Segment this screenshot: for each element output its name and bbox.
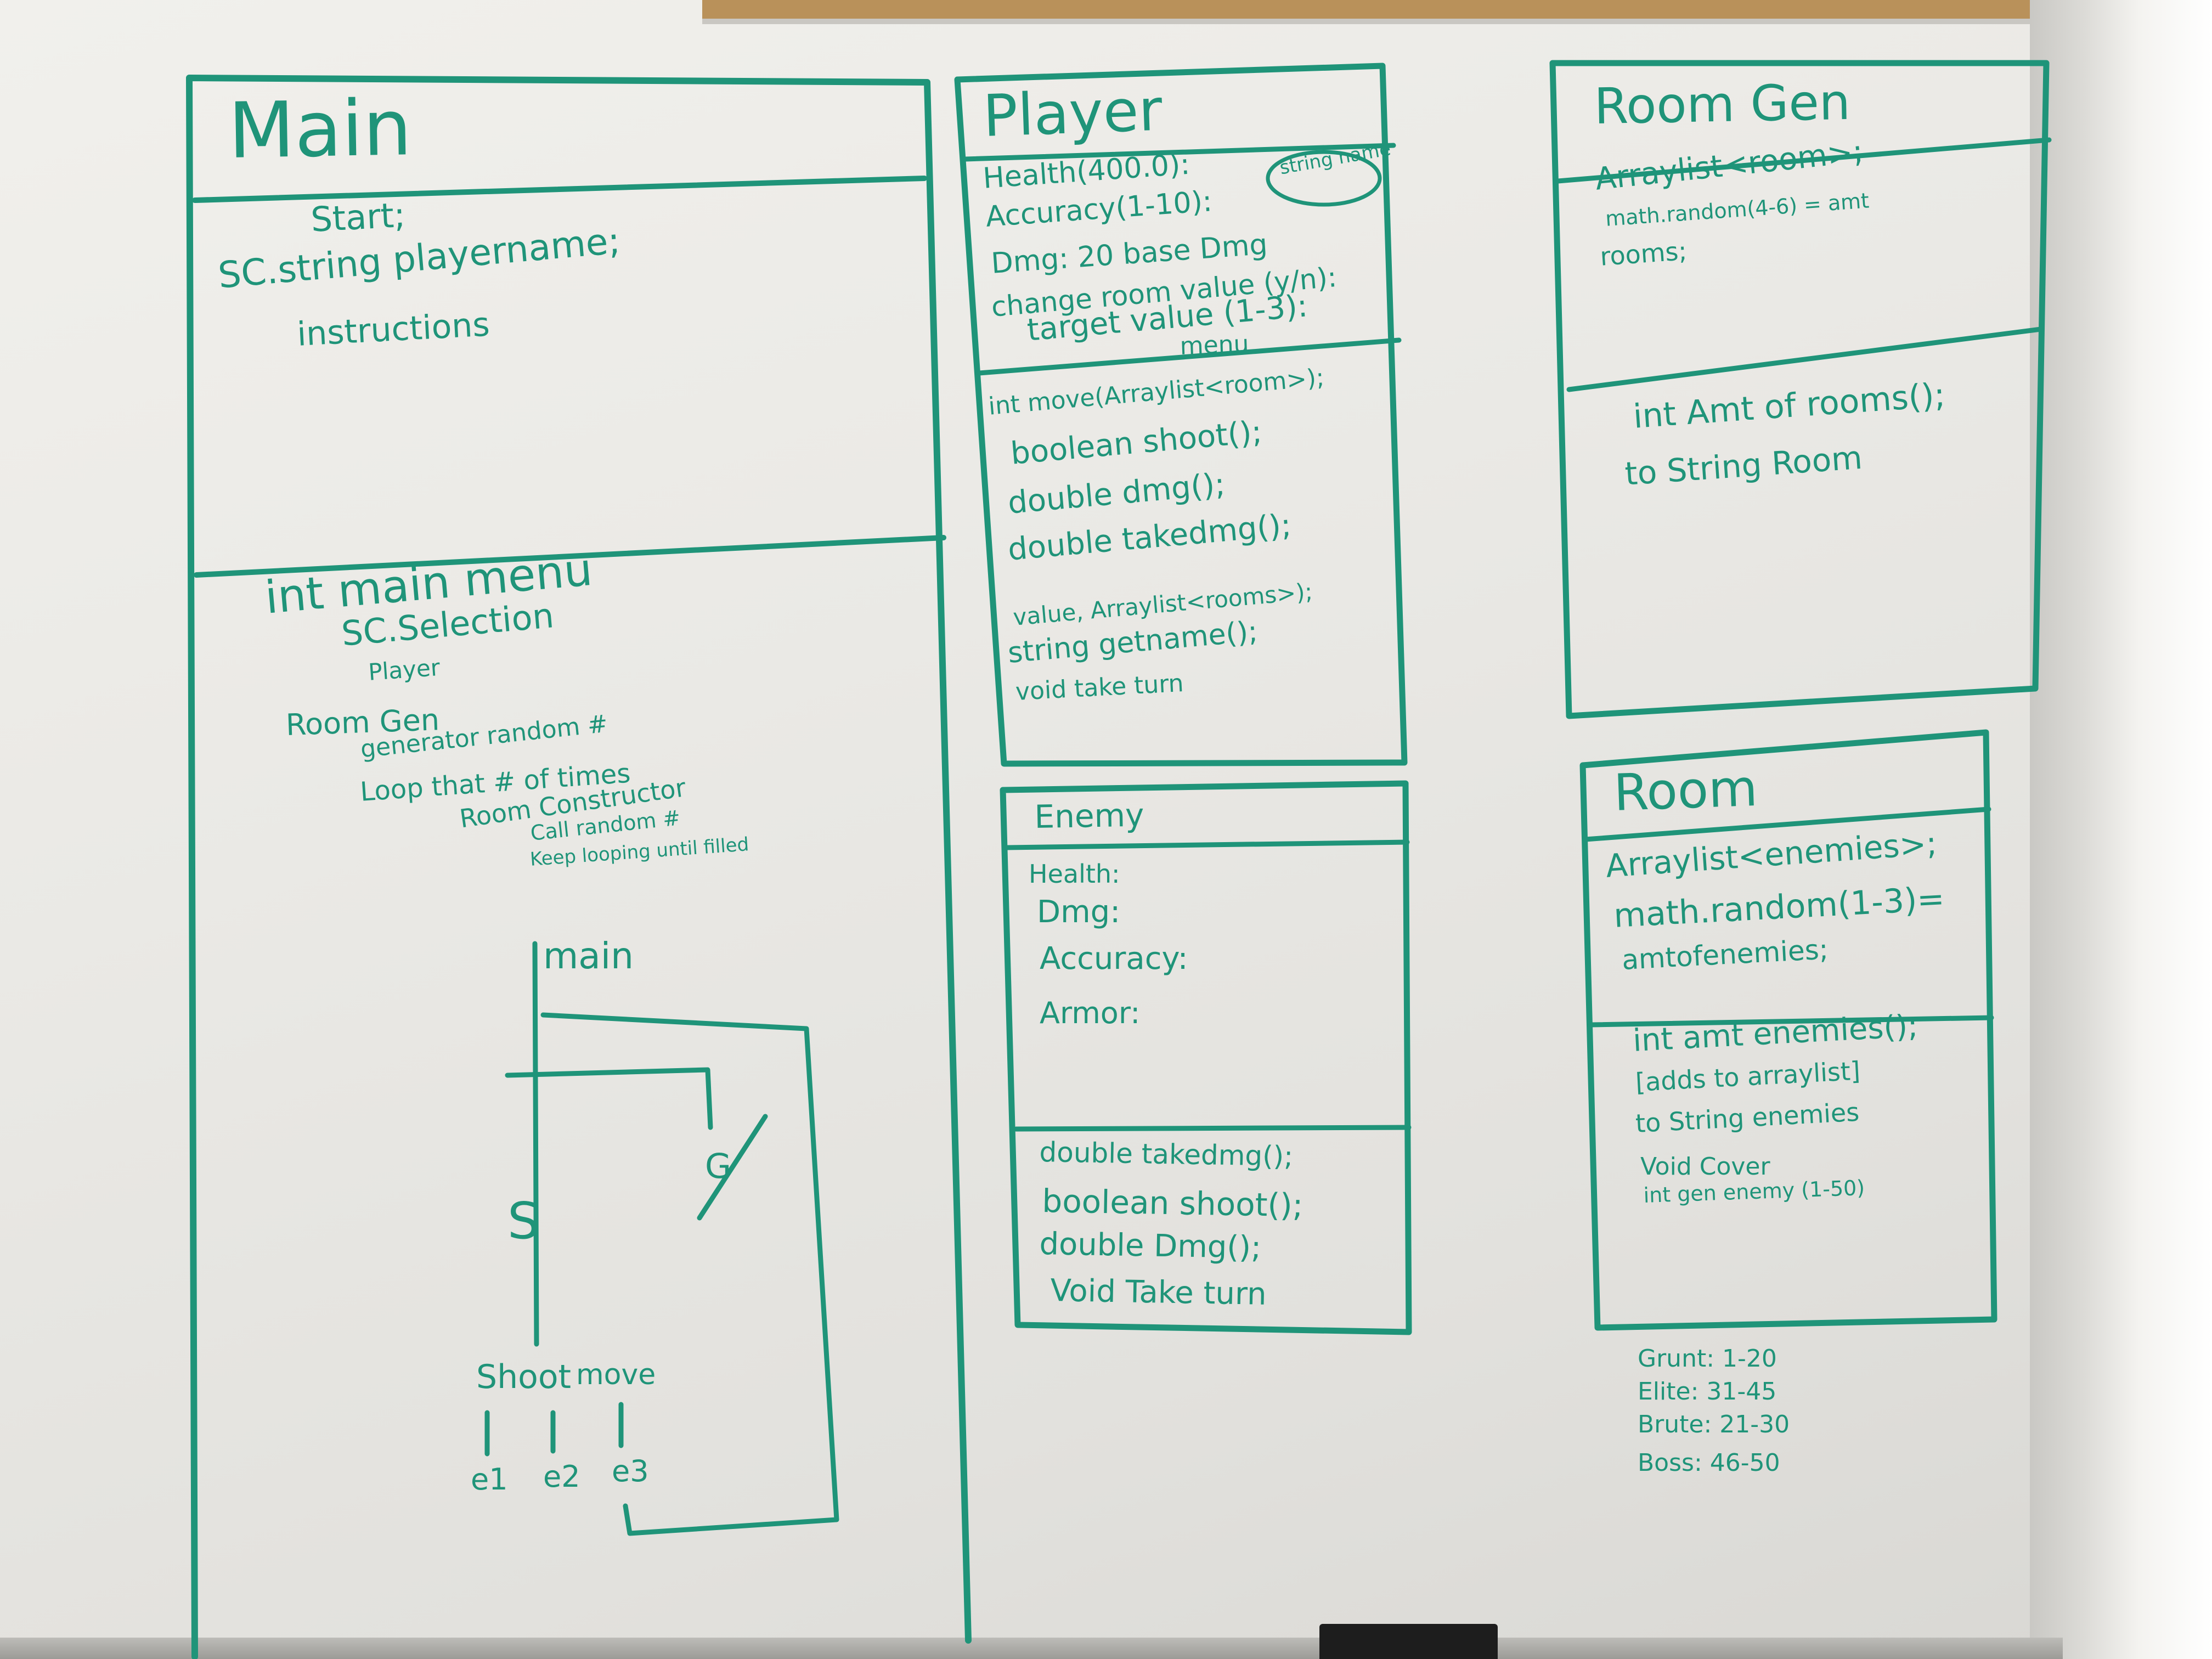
player-title: Player [981,76,1164,150]
enemy-method-0: double takedmg(); [1039,1136,1294,1173]
room-box [1579,729,1997,1331]
flow-edges [484,1402,624,1457]
enemy-method-1: boolean shoot(); [1041,1182,1304,1224]
main-field-2: instructions [296,305,491,354]
main-method-2: Player [367,653,441,686]
flow-g-slash [697,1114,768,1221]
enemy-box [1000,780,1412,1335]
corkboard-strip [702,0,2035,24]
player-field-5: menu [1179,330,1250,360]
enemy-range-0: Grunt: 1-20 [1638,1345,1777,1373]
enemy-range-3: Boss: 46-50 [1638,1449,1780,1477]
flow-node-s: S [507,1192,540,1250]
flow-node-g: G [705,1146,732,1186]
flow-branch [505,1067,713,1130]
room-gen-dividers [1555,137,2052,392]
room-gen-title: Room Gen [1593,73,1851,136]
string-name-circle [1266,150,1382,207]
room-title: Room [1612,758,1759,822]
room-gen-field-2: rooms; [1599,235,1688,272]
room-dividers [1583,806,1994,1028]
flow-main-label: main [543,935,634,977]
enemy-field-3: Armor: [1040,996,1141,1030]
enemy-field-1: Dmg: [1037,894,1121,930]
flow-enemy-e2: e2 [543,1459,580,1494]
enemy-range-2: Brute: 21-30 [1638,1410,1790,1438]
flow-loop [540,1012,839,1536]
flow-enemy-e3: e3 [612,1454,649,1488]
player-dividers [963,143,1402,376]
main-divider [192,176,946,578]
enemy-field-0: Health: [1029,859,1120,889]
enemy-method-2: double Dmg(); [1039,1226,1262,1266]
eraser [1319,1624,1498,1659]
flow-shoot-label: Shoot [476,1358,572,1396]
player-box [954,63,1408,767]
flow-move-label: move [576,1358,656,1391]
enemy-title: Enemy [1034,796,1144,836]
room-gen-box [1549,60,2050,719]
marker-tray [0,1638,2063,1659]
flow-main-line [532,941,539,1347]
board-frame [2030,0,2212,1659]
enemy-range-1: Elite: 31-45 [1638,1378,1777,1406]
enemy-dividers [1004,839,1412,1132]
enemy-method-3: Void Take turn [1049,1273,1267,1312]
flow-enemy-e1: e1 [471,1462,508,1497]
main-field-0: Start; [309,194,407,240]
room-method-3: Void Cover [1640,1153,1770,1181]
main-title: Main [227,83,413,176]
enemy-field-2: Accuracy: [1040,941,1188,977]
main-box [186,75,972,1659]
